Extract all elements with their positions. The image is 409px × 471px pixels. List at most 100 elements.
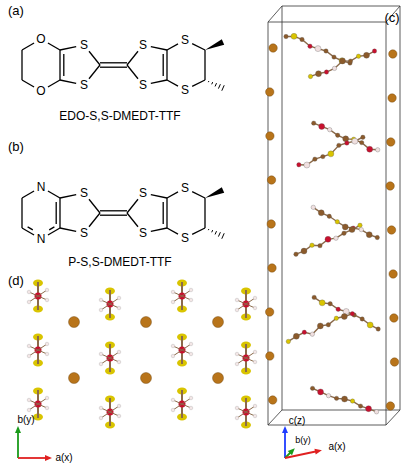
double-bond bbox=[100, 67, 127, 68]
atom-label: S bbox=[181, 232, 189, 244]
hydrogen-atom bbox=[99, 352, 103, 356]
atom bbox=[375, 235, 379, 239]
hydrogen-atom bbox=[45, 342, 49, 346]
packing-view bbox=[15, 280, 257, 462]
atom-label: S bbox=[139, 39, 147, 51]
anion-atom bbox=[389, 270, 397, 278]
anion-atom bbox=[141, 317, 152, 328]
axis-a bbox=[18, 457, 48, 459]
edo-molecule bbox=[22, 39, 224, 90]
atom-label: S bbox=[80, 39, 88, 51]
atom bbox=[297, 163, 301, 167]
single-bond bbox=[60, 80, 76, 83]
atom bbox=[321, 154, 325, 158]
anion-atom bbox=[265, 308, 273, 316]
single-bond bbox=[21, 50, 22, 80]
single-bond bbox=[151, 195, 167, 198]
atom bbox=[325, 236, 331, 242]
single-bond bbox=[204, 198, 205, 228]
single-bond bbox=[151, 80, 167, 83]
cell-edge bbox=[268, 6, 282, 22]
atom-label: S bbox=[80, 227, 88, 239]
atom bbox=[308, 74, 312, 78]
single-bond bbox=[127, 213, 138, 227]
atom bbox=[366, 232, 372, 238]
hydrogen-atom bbox=[27, 290, 31, 294]
wedge-bond bbox=[205, 39, 224, 50]
anion-atom bbox=[268, 264, 276, 272]
anion-atom bbox=[387, 138, 395, 146]
hydrogen-atom bbox=[253, 296, 257, 300]
hydrogen-atom bbox=[27, 354, 31, 358]
atom-label: O bbox=[36, 33, 45, 45]
hydrogen-atom bbox=[189, 342, 193, 346]
hydrogen-atom bbox=[45, 396, 49, 400]
hydrogen-atom bbox=[189, 396, 193, 400]
single-bond bbox=[22, 43, 34, 50]
single-bond bbox=[167, 192, 178, 198]
hydrogen-atom bbox=[235, 406, 239, 410]
atom bbox=[376, 327, 380, 331]
atom bbox=[372, 49, 376, 53]
single-bond bbox=[192, 44, 205, 50]
single-bond bbox=[151, 47, 167, 50]
hydrogen-atom bbox=[117, 296, 121, 300]
atom bbox=[316, 71, 322, 77]
atom bbox=[342, 396, 348, 402]
atom bbox=[284, 34, 288, 38]
atom bbox=[302, 330, 306, 334]
atom bbox=[328, 302, 332, 306]
atom bbox=[304, 162, 310, 168]
atom bbox=[317, 323, 323, 329]
cell-edge bbox=[282, 6, 400, 410]
atom bbox=[336, 307, 340, 311]
panel-letter: (a) bbox=[8, 4, 24, 17]
atom-label: N bbox=[37, 233, 46, 245]
atom-label: N bbox=[37, 181, 46, 193]
axis-b bbox=[17, 430, 19, 458]
atom bbox=[328, 151, 334, 157]
atom bbox=[300, 37, 304, 41]
atom bbox=[334, 236, 338, 240]
axis-label: b(y) bbox=[17, 415, 34, 425]
molecule-backbone bbox=[313, 207, 377, 237]
hash-bond bbox=[211, 230, 213, 232]
atom-label: S bbox=[139, 187, 147, 199]
molecule-backbone bbox=[314, 297, 378, 329]
atom bbox=[352, 138, 358, 144]
atom bbox=[324, 70, 328, 74]
anion-atom bbox=[69, 317, 80, 328]
anion-atom bbox=[386, 402, 394, 410]
hydrogen-atom bbox=[235, 416, 239, 420]
hydrogen-atom bbox=[117, 360, 121, 364]
single-bond bbox=[89, 213, 100, 227]
hydrogen-atom bbox=[189, 298, 193, 302]
atom bbox=[366, 406, 372, 412]
atom bbox=[340, 58, 346, 64]
atom bbox=[293, 333, 299, 339]
double-bond bbox=[100, 210, 127, 211]
unit-cell bbox=[265, 6, 400, 458]
atom bbox=[308, 44, 312, 48]
atom bbox=[349, 227, 355, 233]
single-bond bbox=[192, 192, 205, 198]
anion-atom bbox=[387, 226, 395, 234]
hydrogen-atom bbox=[235, 308, 239, 312]
single-bond bbox=[204, 50, 205, 80]
double-bond bbox=[28, 227, 33, 230]
atom bbox=[310, 386, 314, 390]
atom bbox=[358, 404, 362, 408]
cell-edge bbox=[268, 410, 282, 425]
anion-atom bbox=[389, 50, 397, 58]
cell-edge bbox=[386, 410, 400, 425]
atom bbox=[294, 252, 298, 256]
axis-a-head bbox=[45, 455, 52, 461]
anion-atom bbox=[213, 373, 224, 384]
atom bbox=[359, 140, 363, 144]
single-bond bbox=[166, 50, 167, 80]
single-bond bbox=[21, 198, 22, 228]
anion-atom bbox=[213, 317, 224, 328]
single-bond bbox=[166, 198, 167, 228]
hash-bond bbox=[222, 85, 224, 90]
